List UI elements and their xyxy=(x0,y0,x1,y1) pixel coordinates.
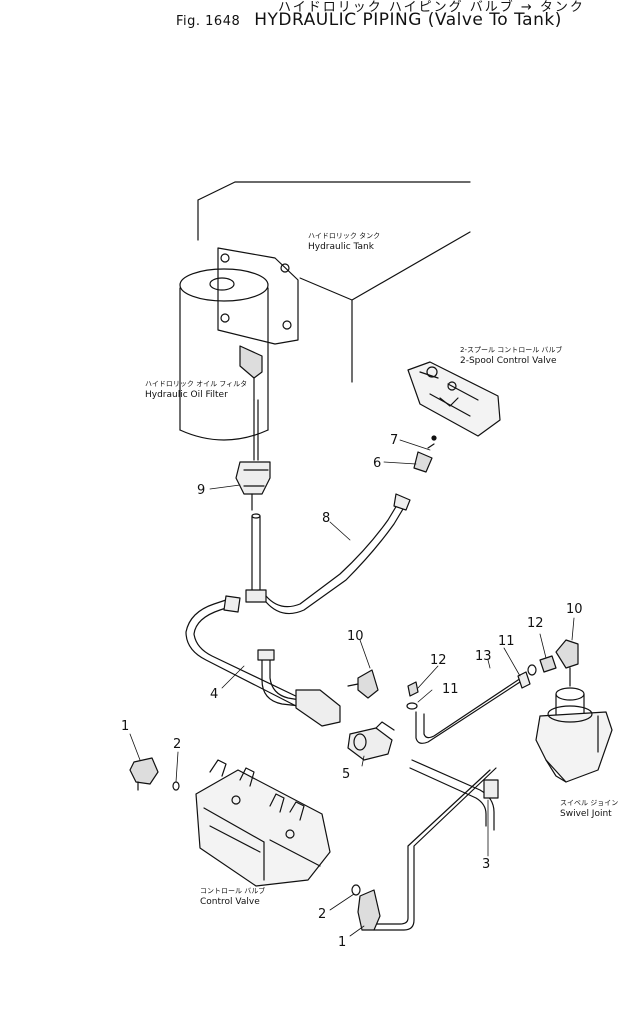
callout-1-right: 1 xyxy=(338,935,346,950)
part-4-pipe xyxy=(185,595,341,727)
callout-3: 3 xyxy=(482,857,490,872)
control-valve-label: Control Valve xyxy=(200,897,260,907)
part-2-oring-right xyxy=(351,884,361,896)
part-2-oring-left xyxy=(172,781,180,791)
figure-title: Fig. 1648 HYDRAULIC PIPING (Valve To Tank… xyxy=(176,10,562,30)
part-1-elbow-right xyxy=(357,889,381,931)
callout-10-left: 10 xyxy=(347,629,364,644)
spool-valve-label-jp: 2-スプール コントロール バルブ xyxy=(460,345,562,354)
spool-valve-label: 2-Spool Control Valve xyxy=(460,356,557,366)
oil-filter-label: Hydraulic Oil Filter xyxy=(145,390,228,400)
figure-title-text: HYDRAULIC PIPING (Valve To Tank) xyxy=(254,10,562,30)
part-10-elbow-left xyxy=(347,669,379,699)
callout-13: 13 xyxy=(475,649,492,664)
part-12-plug-left xyxy=(407,681,419,697)
hydraulic-tank-label-jp: ハイドロリック タンク xyxy=(308,231,380,240)
callout-7: 7 xyxy=(390,433,398,448)
swivel-joint xyxy=(535,687,613,783)
part-3-pipe xyxy=(373,759,499,931)
callout-8: 8 xyxy=(322,511,330,526)
part-9-coupling xyxy=(235,461,271,511)
callout-2-right: 2 xyxy=(318,907,326,922)
hydraulic-tank xyxy=(197,181,471,383)
callout-11-right: 11 xyxy=(498,634,515,649)
swivel-joint-label: Swivel Joint xyxy=(560,809,612,819)
swivel-joint-label-jp: スイベル ジョイント xyxy=(560,799,618,807)
callout-12-right: 12 xyxy=(527,616,544,631)
two-spool-control-valve xyxy=(407,361,501,437)
callout-6: 6 xyxy=(373,456,381,471)
part-8-pipe xyxy=(245,493,411,615)
part-10-elbow-right xyxy=(555,639,579,687)
part-11-washer-left xyxy=(406,702,418,710)
figure-number: Fig. 1648 xyxy=(176,14,241,29)
part-1-elbow-left xyxy=(129,757,159,791)
callout-11-left: 11 xyxy=(442,682,459,697)
part-6-adapter xyxy=(413,435,437,473)
callout-5: 5 xyxy=(342,767,350,782)
callout-2-left: 2 xyxy=(173,737,181,752)
callout-9: 9 xyxy=(197,483,205,498)
callout-10-right: 10 xyxy=(566,602,583,617)
figure-title-japanese: ハイドロリック ハイピング バルブ → タンク xyxy=(278,0,585,15)
part-13-pipe xyxy=(415,671,531,744)
callout-leaders xyxy=(129,439,575,937)
callout-12-left: 12 xyxy=(430,653,447,668)
callout-1-left: 1 xyxy=(121,719,129,734)
hydraulic-oil-filter xyxy=(179,268,269,461)
control-valve-label-jp: コントロール バルブ xyxy=(200,886,265,895)
control-valve xyxy=(195,759,331,887)
part-11-washer-right xyxy=(527,664,537,676)
part-5-coupling xyxy=(347,721,395,761)
callout-4: 4 xyxy=(210,687,218,702)
oil-filter-label-jp: ハイドロリック オイル フィルタ xyxy=(145,379,247,388)
hydraulic-tank-label: Hydraulic Tank xyxy=(308,242,375,252)
part-12-fitting-right xyxy=(539,655,557,673)
